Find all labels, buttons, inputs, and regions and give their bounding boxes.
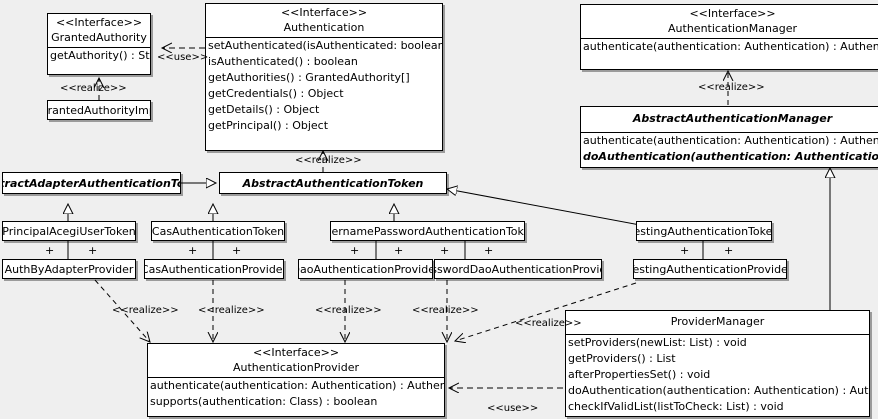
operation: isAuthenticated() : boolean <box>208 55 358 68</box>
class-name: TestingAuthenticationToken <box>636 224 772 238</box>
association-end-marker: + <box>232 244 242 257</box>
class-cas-authentication-provider[interactable]: CasAuthenticationProvider <box>144 259 284 279</box>
class-authentication-manager[interactable]: <<Interface>> AuthenticationManager auth… <box>580 4 878 70</box>
operation: doAuthentication(authentication: Authent… <box>568 384 869 397</box>
operations-compartment: authenticate(authentication: Authenticat… <box>148 378 444 410</box>
operation: getDetails() : Object <box>208 103 320 116</box>
class-name: DaoAuthenticationProvider <box>298 262 433 276</box>
edge-label-realize-cas-provider: <<realize>> <box>198 305 265 316</box>
association-end-marker: + <box>680 244 690 257</box>
compartment-separator <box>566 334 869 335</box>
edge-label-realize-testing-provider: <<realize>> <box>515 318 582 329</box>
class-header: AbstractAuthenticationManager <box>581 107 878 128</box>
class-abstract-authentication-manager[interactable]: AbstractAuthenticationManager authentica… <box>580 106 878 168</box>
operation: doAuthentication(authentication: Authent… <box>583 150 878 163</box>
operations-compartment: setProviders(newList: List) : void getPr… <box>566 335 869 415</box>
class-name: AbstractAuthenticationToken <box>242 176 424 190</box>
class-principal-acegi-user-token[interactable]: PrincipalAcegiUserToken <box>2 221 136 241</box>
class-name: ProviderManager <box>670 315 765 328</box>
class-name: PasswordDaoAuthenticationProvider <box>435 262 601 276</box>
operation: getPrincipal() : Object <box>208 119 329 132</box>
operation: authenticate(authentication: Authenticat… <box>583 40 878 53</box>
stereotype-label: <<Interface>> <box>252 346 340 359</box>
class-name: UsernamePasswordAuthenticationToken <box>331 224 524 238</box>
class-header: <<Interface>> GrantedAuthority <box>48 14 150 47</box>
class-username-password-authentication-token[interactable]: UsernamePasswordAuthenticationToken <box>330 221 525 241</box>
edge-label-realize-abstractauthenticationmanager: <<realize>> <box>698 82 765 93</box>
compartment-separator <box>48 47 150 48</box>
class-name: AbstractAuthenticationManager <box>632 112 833 125</box>
class-dao-authentication-provider[interactable]: DaoAuthenticationProvider <box>298 259 433 279</box>
compartment-separator <box>148 377 444 378</box>
association-end-marker: + <box>188 244 198 257</box>
class-auth-by-adapter-provider[interactable]: AuthByAdapterProvider <box>2 259 136 279</box>
association-end-marker: + <box>45 244 55 257</box>
association-end-marker: + <box>88 244 98 257</box>
edge-label-realize-passworddao-provider: <<realize>> <box>412 305 479 316</box>
compartment-separator <box>581 38 878 39</box>
class-granted-authority-impl[interactable]: GrantedAuthorityImpl <box>47 100 151 120</box>
operation: getProviders() : List <box>568 352 676 365</box>
class-name: Authentication <box>283 21 365 34</box>
class-header: <<Interface>> AuthenticationProvider <box>148 344 444 377</box>
class-name: AuthenticationProvider <box>232 361 360 374</box>
class-password-dao-authentication-provider[interactable]: PasswordDaoAuthenticationProvider <box>434 259 602 279</box>
operation: authenticate(authentication: Authenticat… <box>150 379 444 392</box>
class-name: AuthByAdapterProvider <box>4 262 134 276</box>
stereotype-label: <<Interface>> <box>55 16 143 29</box>
association-end-marker: + <box>484 244 494 257</box>
operations-compartment: getAuthority() : String <box>48 48 150 64</box>
association-end-marker: + <box>724 244 734 257</box>
operations-compartment: authenticate(authentication: Authenticat… <box>581 39 878 55</box>
operation: setProviders(newList: List) : void <box>568 336 747 349</box>
operation: afterPropertiesSet() : void <box>568 368 711 381</box>
association-end-marker: + <box>350 244 360 257</box>
edge-label-use-authentication-grantedauthority: <<use>> <box>157 52 209 63</box>
operation: checkIfValidList(listToCheck: List) : vo… <box>568 400 784 413</box>
class-testing-authentication-provider[interactable]: TestingAuthenticationProvider <box>633 259 787 279</box>
class-header: <<Interface>> AuthenticationManager <box>581 5 878 38</box>
class-header: ProviderManager <box>566 311 869 331</box>
class-testing-authentication-token[interactable]: TestingAuthenticationToken <box>636 221 772 241</box>
class-provider-manager[interactable]: ProviderManager setProviders(newList: Li… <box>565 310 870 417</box>
compartment-separator <box>206 37 442 38</box>
operation: getCredentials() : Object <box>208 87 344 100</box>
association-end-marker: + <box>394 244 404 257</box>
class-authentication[interactable]: <<Interface>> Authentication setAuthenti… <box>205 3 443 151</box>
class-name: TestingAuthenticationProvider <box>633 262 787 276</box>
edge-label-realize-grantedauthorityimpl: <<realize>> <box>60 83 127 94</box>
class-abstract-authentication-token[interactable]: AbstractAuthenticationToken <box>219 172 447 194</box>
operation: getAuthority() : String <box>50 49 150 62</box>
stereotype-label: <<Interface>> <box>689 7 776 20</box>
compartment-separator <box>581 132 878 133</box>
stereotype-label: <<Interface>> <box>280 6 368 19</box>
operation: getAuthorities() : GrantedAuthority[] <box>208 71 410 84</box>
edge-label-realize-abstractauthenticationtoken: <<realize>> <box>295 155 362 166</box>
operation: supports(authentication: Class) : boolea… <box>150 395 378 408</box>
class-name: AuthenticationManager <box>668 22 797 35</box>
edge-label-realize-authbyadapter-provider: <<realize>> <box>112 305 179 316</box>
operation: authenticate(authentication: Authenticat… <box>583 134 878 147</box>
association-end-marker: + <box>440 244 450 257</box>
class-name: PrincipalAcegiUserToken <box>2 224 136 238</box>
class-granted-authority[interactable]: <<Interface>> GrantedAuthority getAuthor… <box>47 13 151 75</box>
class-authentication-provider[interactable]: <<Interface>> AuthenticationProvider aut… <box>147 343 445 417</box>
operation: setAuthenticated(isAuthenticated: boolea… <box>208 39 442 52</box>
operations-compartment: setAuthenticated(isAuthenticated: boolea… <box>206 38 442 134</box>
edge-label-use-providermanager-authenticationprovider: <<use>> <box>487 403 539 414</box>
class-abstract-adapter-authentication-token[interactable]: AbstractAdapterAuthenticationToken <box>2 172 181 194</box>
class-name: GrantedAuthority <box>51 31 147 44</box>
class-header: <<Interface>> Authentication <box>206 4 442 37</box>
class-cas-authentication-token[interactable]: CasAuthenticationToken <box>151 221 285 241</box>
edge-label-realize-dao-provider: <<realize>> <box>315 305 382 316</box>
class-name: CasAuthenticationProvider <box>144 262 284 276</box>
class-name: CasAuthenticationToken <box>151 224 285 238</box>
operations-compartment: authenticate(authentication: Authenticat… <box>581 133 878 165</box>
class-name: AbstractAdapterAuthenticationToken <box>3 176 180 190</box>
class-name: GrantedAuthorityImpl <box>47 103 150 117</box>
